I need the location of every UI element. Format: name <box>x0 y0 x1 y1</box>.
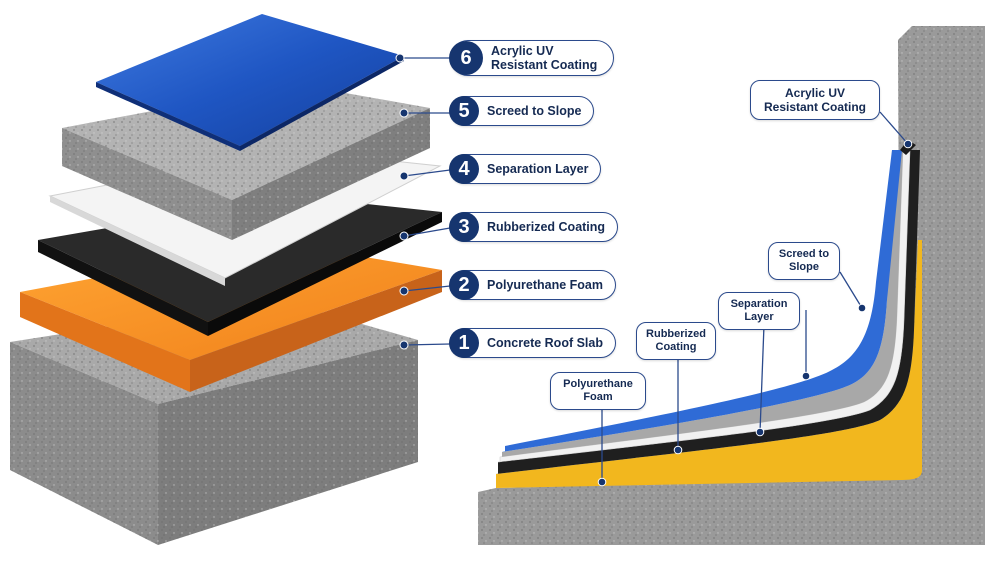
cross-section-leaders <box>601 111 909 482</box>
section-tag-rubberized: Rubberized Coating <box>636 322 716 360</box>
callout-layer-5: 5 Screed to Slope <box>449 96 595 126</box>
section-tag-foam: Polyurethane Foam <box>550 372 646 410</box>
callout-label: Concrete Roof Slab <box>487 336 603 350</box>
callout-layer-2: 2 Polyurethane Foam <box>449 270 616 300</box>
leader-dots <box>395 53 409 350</box>
callout-layer-3: 3 Rubberized Coating <box>449 212 619 242</box>
leader-lines <box>400 57 451 346</box>
callout-layer-6: 6 Acrylic UV Resistant Coating <box>449 40 614 76</box>
callout-number: 6 <box>449 41 483 75</box>
callout-label: Separation Layer <box>487 162 589 176</box>
callout-label: Screed to Slope <box>487 104 582 118</box>
cross-section-foam <box>496 240 922 488</box>
callout-number: 4 <box>449 154 479 184</box>
concrete-slab-layer <box>10 300 418 545</box>
callout-label: Acrylic UV Resistant Coating <box>491 44 598 72</box>
acrylic-coating-layer <box>96 14 404 151</box>
callout-number: 2 <box>449 270 479 300</box>
cross-section-dots <box>597 139 913 487</box>
callout-label: Polyurethane Foam <box>487 278 603 292</box>
section-tag-separation: Separation Layer <box>718 292 800 330</box>
callout-layer-4: 4 Separation Layer <box>449 154 602 184</box>
callout-label: Rubberized Coating <box>487 220 606 234</box>
cross-section-concrete <box>478 26 985 545</box>
section-tag-acrylic: Acrylic UV Resistant Coating <box>750 80 880 120</box>
callout-number: 1 <box>449 328 479 358</box>
callout-layer-1: 1 Concrete Roof Slab <box>449 328 616 358</box>
section-tag-screed: Screed to Slope <box>768 242 840 280</box>
callout-number: 5 <box>449 96 479 126</box>
callout-number: 3 <box>449 212 479 242</box>
